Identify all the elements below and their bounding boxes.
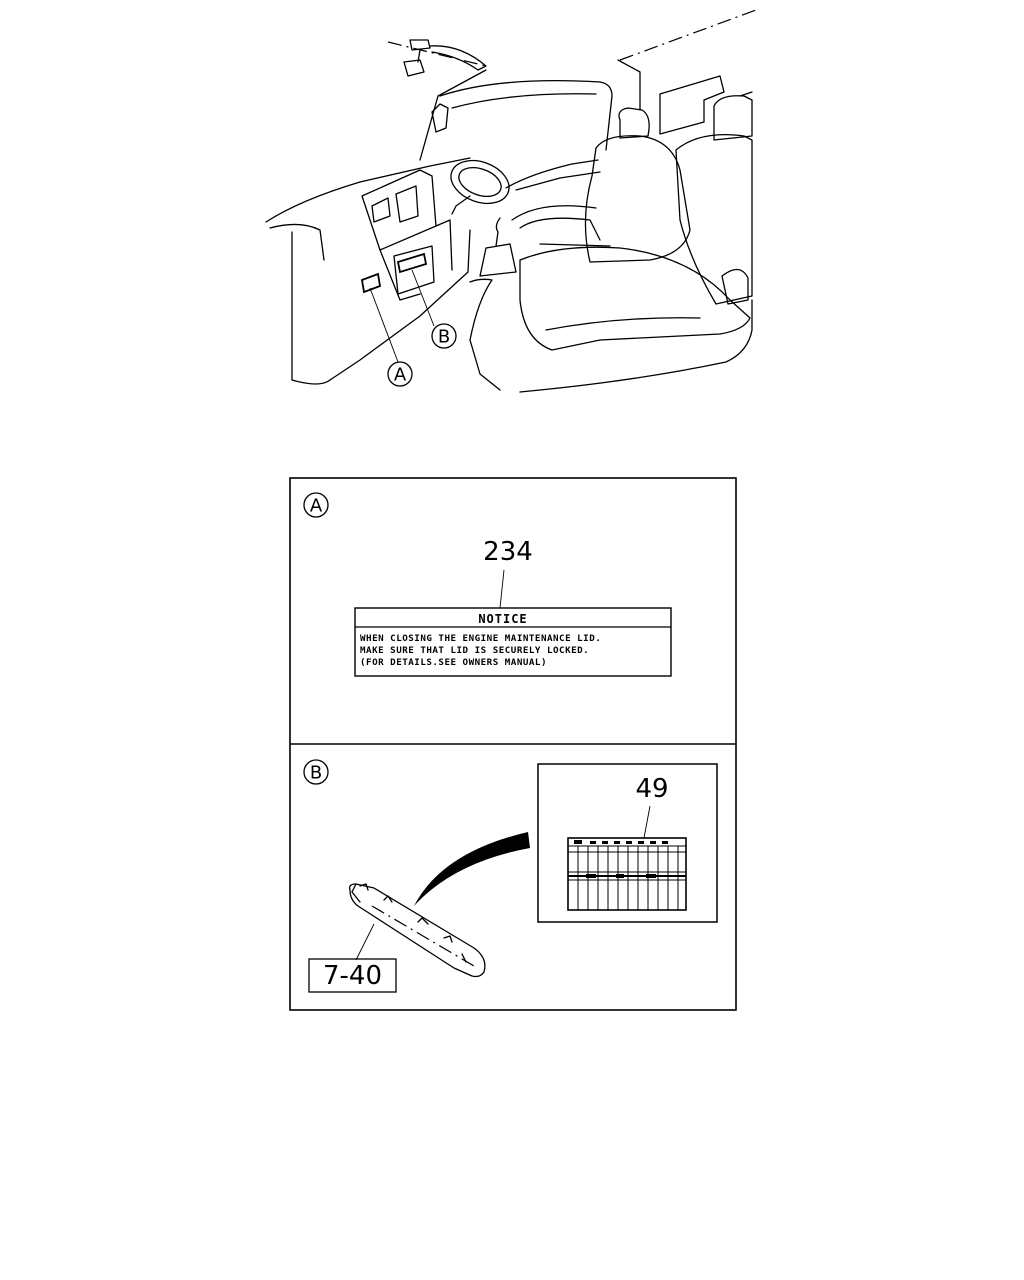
panel-b: B 49 <box>303 759 718 993</box>
leader-line-49 <box>643 805 651 839</box>
callout-a-label: A <box>394 365 407 386</box>
driver-seat <box>511 107 691 263</box>
panel-cover-part <box>348 883 486 978</box>
callout-b-label: B <box>438 327 450 348</box>
cab-interior-illustration: A B <box>265 9 757 393</box>
notice-line-3: (FOR DETAILS.SEE OWNERS MANUAL) <box>360 657 547 668</box>
notice-line-1: WHEN CLOSING THE ENGINE MAINTENANCE LID. <box>360 633 601 644</box>
inset-box <box>537 763 718 923</box>
notice-title: NOTICE <box>478 612 527 626</box>
arrow-swoosh <box>414 832 530 906</box>
callout-b-circle <box>431 323 457 349</box>
panel-a-circle <box>303 492 329 518</box>
gear-lever <box>479 217 517 277</box>
panel-b-label: B <box>310 763 322 784</box>
panel-a: A 234 NOTICE WHEN CLOSING THE ENGINE MAI… <box>303 492 672 677</box>
part-number-234: 234 <box>483 537 533 567</box>
passenger-seat <box>519 95 753 351</box>
reference-number: 7-40 <box>323 961 382 991</box>
panel-a-label: A <box>310 496 323 517</box>
leader-line-234 <box>499 569 505 609</box>
notice-label: NOTICE WHEN CLOSING THE ENGINE MAINTENAN… <box>354 607 672 677</box>
callout-a-circle <box>387 361 413 387</box>
leader-line-ref <box>355 923 375 961</box>
rearview-mirror <box>387 39 487 77</box>
center-console <box>361 169 453 301</box>
steering-wheel <box>450 159 510 215</box>
label-location-b <box>396 252 428 274</box>
part-number-49: 49 <box>635 774 668 804</box>
detail-frame <box>289 477 737 1011</box>
panel-b-circle <box>303 759 329 785</box>
notice-line-2: MAKE SURE THAT LID IS SECURELY LOCKED. <box>360 645 589 656</box>
reference-box <box>308 958 397 993</box>
fuse-chart-label <box>567 837 687 911</box>
label-location-a <box>360 272 382 294</box>
